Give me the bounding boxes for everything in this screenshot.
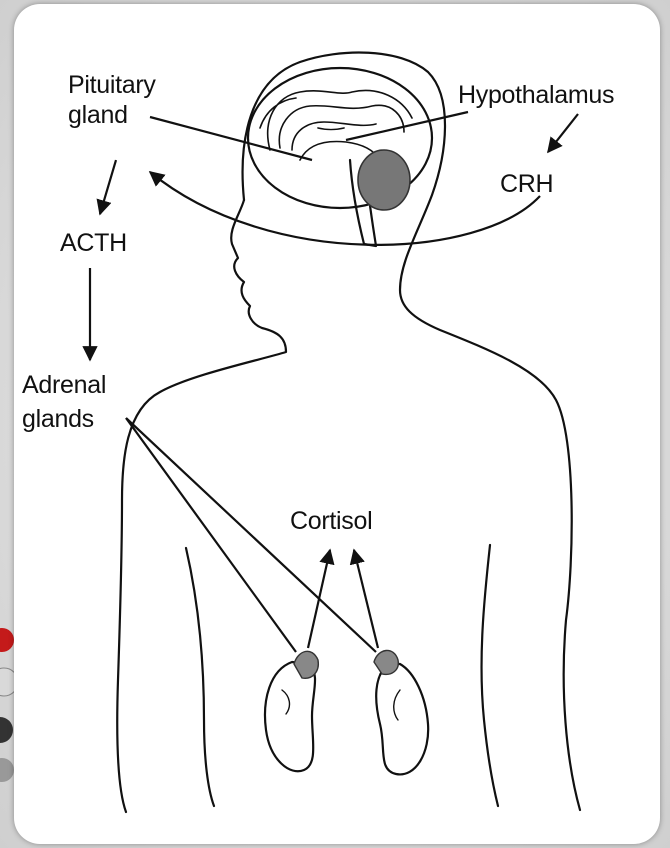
cerebellum: [358, 150, 410, 210]
pituitary-pointer: [150, 117, 312, 160]
adrenal-pointer-left: [126, 418, 296, 652]
adrenal-label-line2: glands: [22, 404, 94, 435]
body-outline: [243, 53, 580, 810]
cortisol-label: Cortisol: [290, 506, 372, 537]
pituitary-label-line1: Pituitary: [68, 70, 156, 101]
left-arm-inner: [186, 548, 214, 806]
acth-label: ACTH: [60, 228, 127, 259]
pituitary-label-line2: gland: [68, 100, 128, 131]
diagram-card: Pituitary gland Hypothalamus CRH ACTH Ad…: [14, 4, 660, 844]
right-adrenal: [374, 650, 398, 674]
hypothalamus-to-crh-arrow: [548, 114, 578, 152]
brain-folds: [260, 90, 412, 160]
hypothalamus-pointer: [346, 112, 468, 140]
pituitary-to-acth-arrow: [100, 160, 116, 214]
hypothalamus-label: Hypothalamus: [458, 80, 614, 111]
cortisol-arrow-left: [308, 550, 330, 648]
right-kidney: [376, 664, 428, 774]
left-adrenal: [294, 651, 318, 678]
crh-label: CRH: [500, 169, 553, 200]
face-outline: [117, 200, 286, 812]
right-arm-inner: [482, 545, 498, 806]
adrenal-label-line1: Adrenal: [22, 370, 106, 401]
